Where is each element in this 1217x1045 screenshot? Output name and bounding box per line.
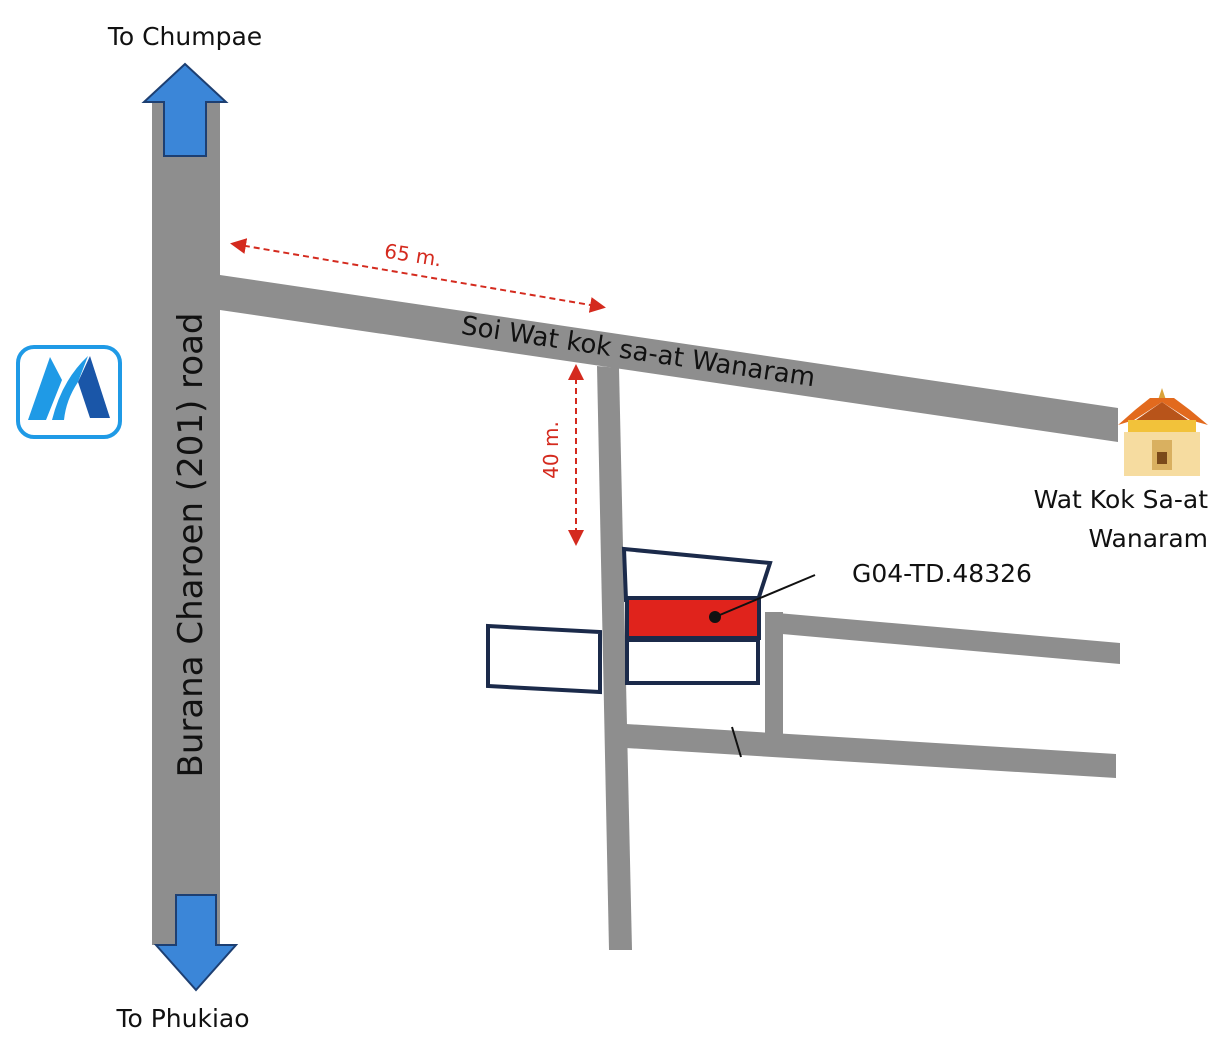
temple-icon bbox=[1118, 388, 1208, 476]
temple-label-line1: Wat Kok Sa-at bbox=[1034, 485, 1209, 514]
distance-40m-label: 40 m. bbox=[539, 421, 563, 479]
plot-leader-line bbox=[714, 574, 816, 618]
temple-label-line2: Wanaram bbox=[1088, 524, 1208, 553]
south-label: To Phukiao bbox=[115, 1004, 249, 1033]
company-logo bbox=[16, 345, 122, 439]
plot-outline-north bbox=[621, 546, 773, 602]
north-arrow-icon bbox=[141, 62, 229, 157]
plot-highlight bbox=[625, 596, 761, 640]
soi-road bbox=[220, 275, 1118, 442]
connector-road bbox=[765, 612, 783, 734]
main-road-label: Burana Charoen (201) road bbox=[171, 313, 211, 778]
branch-road bbox=[597, 366, 632, 950]
north-label: To Chumpae bbox=[107, 22, 262, 51]
east-road-upper bbox=[766, 612, 1120, 664]
main-road bbox=[152, 100, 220, 945]
plot-outline-west bbox=[486, 623, 602, 695]
distance-65m-label: 65 m. bbox=[383, 239, 444, 272]
south-arrow-icon bbox=[153, 894, 239, 992]
distance-65m bbox=[230, 238, 606, 313]
plot-id-label: G04-TD.48326 bbox=[852, 559, 1032, 588]
plot-outline-south bbox=[625, 638, 760, 685]
east-road-lower bbox=[626, 724, 1116, 778]
